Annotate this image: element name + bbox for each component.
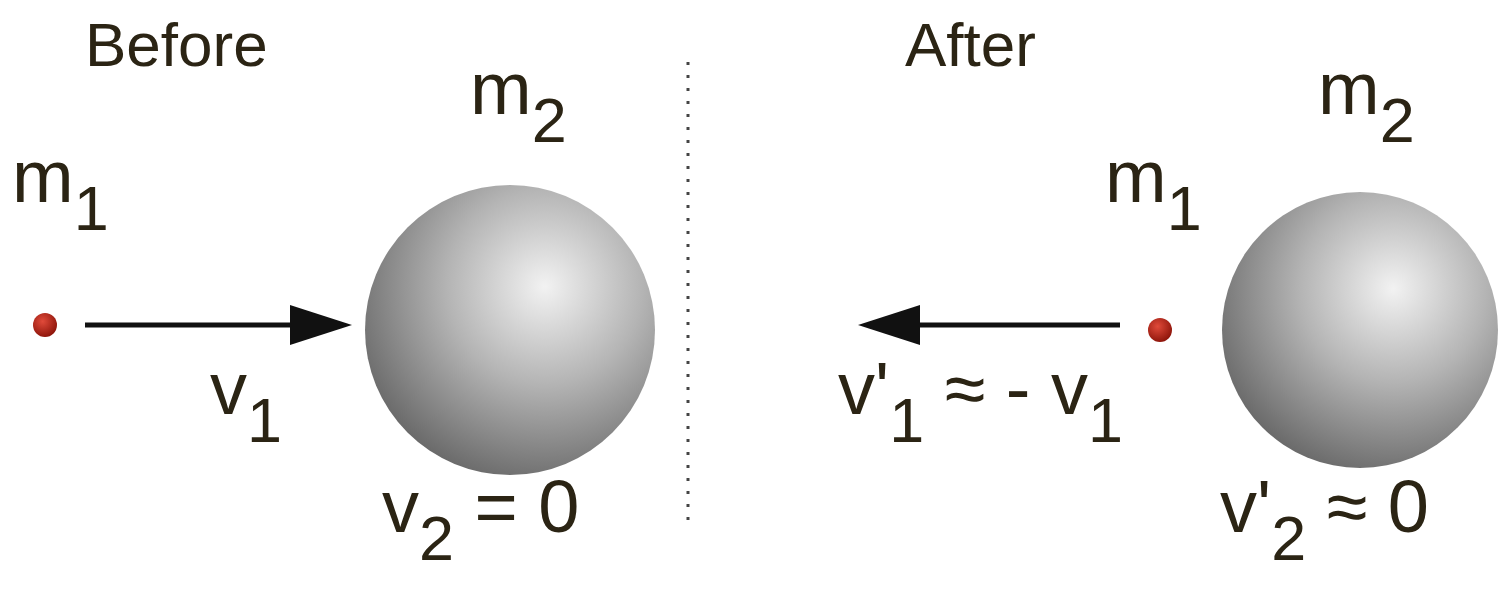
subscript: 1: [1088, 385, 1123, 455]
velocity-label: v'1 ≈ - v1: [838, 352, 1123, 426]
subscript: 2: [1271, 503, 1306, 573]
subscript: 1: [889, 385, 924, 455]
subscript: 1: [1167, 173, 1202, 243]
heading: Before: [85, 14, 268, 76]
mass-label: m2: [1318, 52, 1415, 126]
large-mass: [365, 185, 655, 475]
subscript: 2: [1380, 85, 1415, 155]
divider-line: [687, 62, 690, 520]
large-mass: [1222, 192, 1498, 468]
mass-label: m2: [470, 52, 567, 126]
heading: After: [905, 14, 1036, 76]
velocity-label: v2 = 0: [382, 470, 579, 544]
mass-label: m1: [1105, 140, 1202, 214]
arrow-head: [858, 305, 920, 345]
small-mass: [33, 313, 57, 337]
subscript: 1: [247, 385, 282, 455]
subscript: 1: [74, 173, 109, 243]
subscript: 2: [419, 503, 454, 573]
arrow-head: [290, 305, 352, 345]
velocity-label: v1: [210, 352, 282, 426]
velocity-label: v'2 ≈ 0: [1220, 470, 1429, 544]
mass-label: m1: [12, 140, 109, 214]
small-mass: [1148, 318, 1172, 342]
subscript: 2: [532, 85, 567, 155]
velocity-arrow: [85, 323, 300, 328]
velocity-arrow: [910, 323, 1120, 328]
